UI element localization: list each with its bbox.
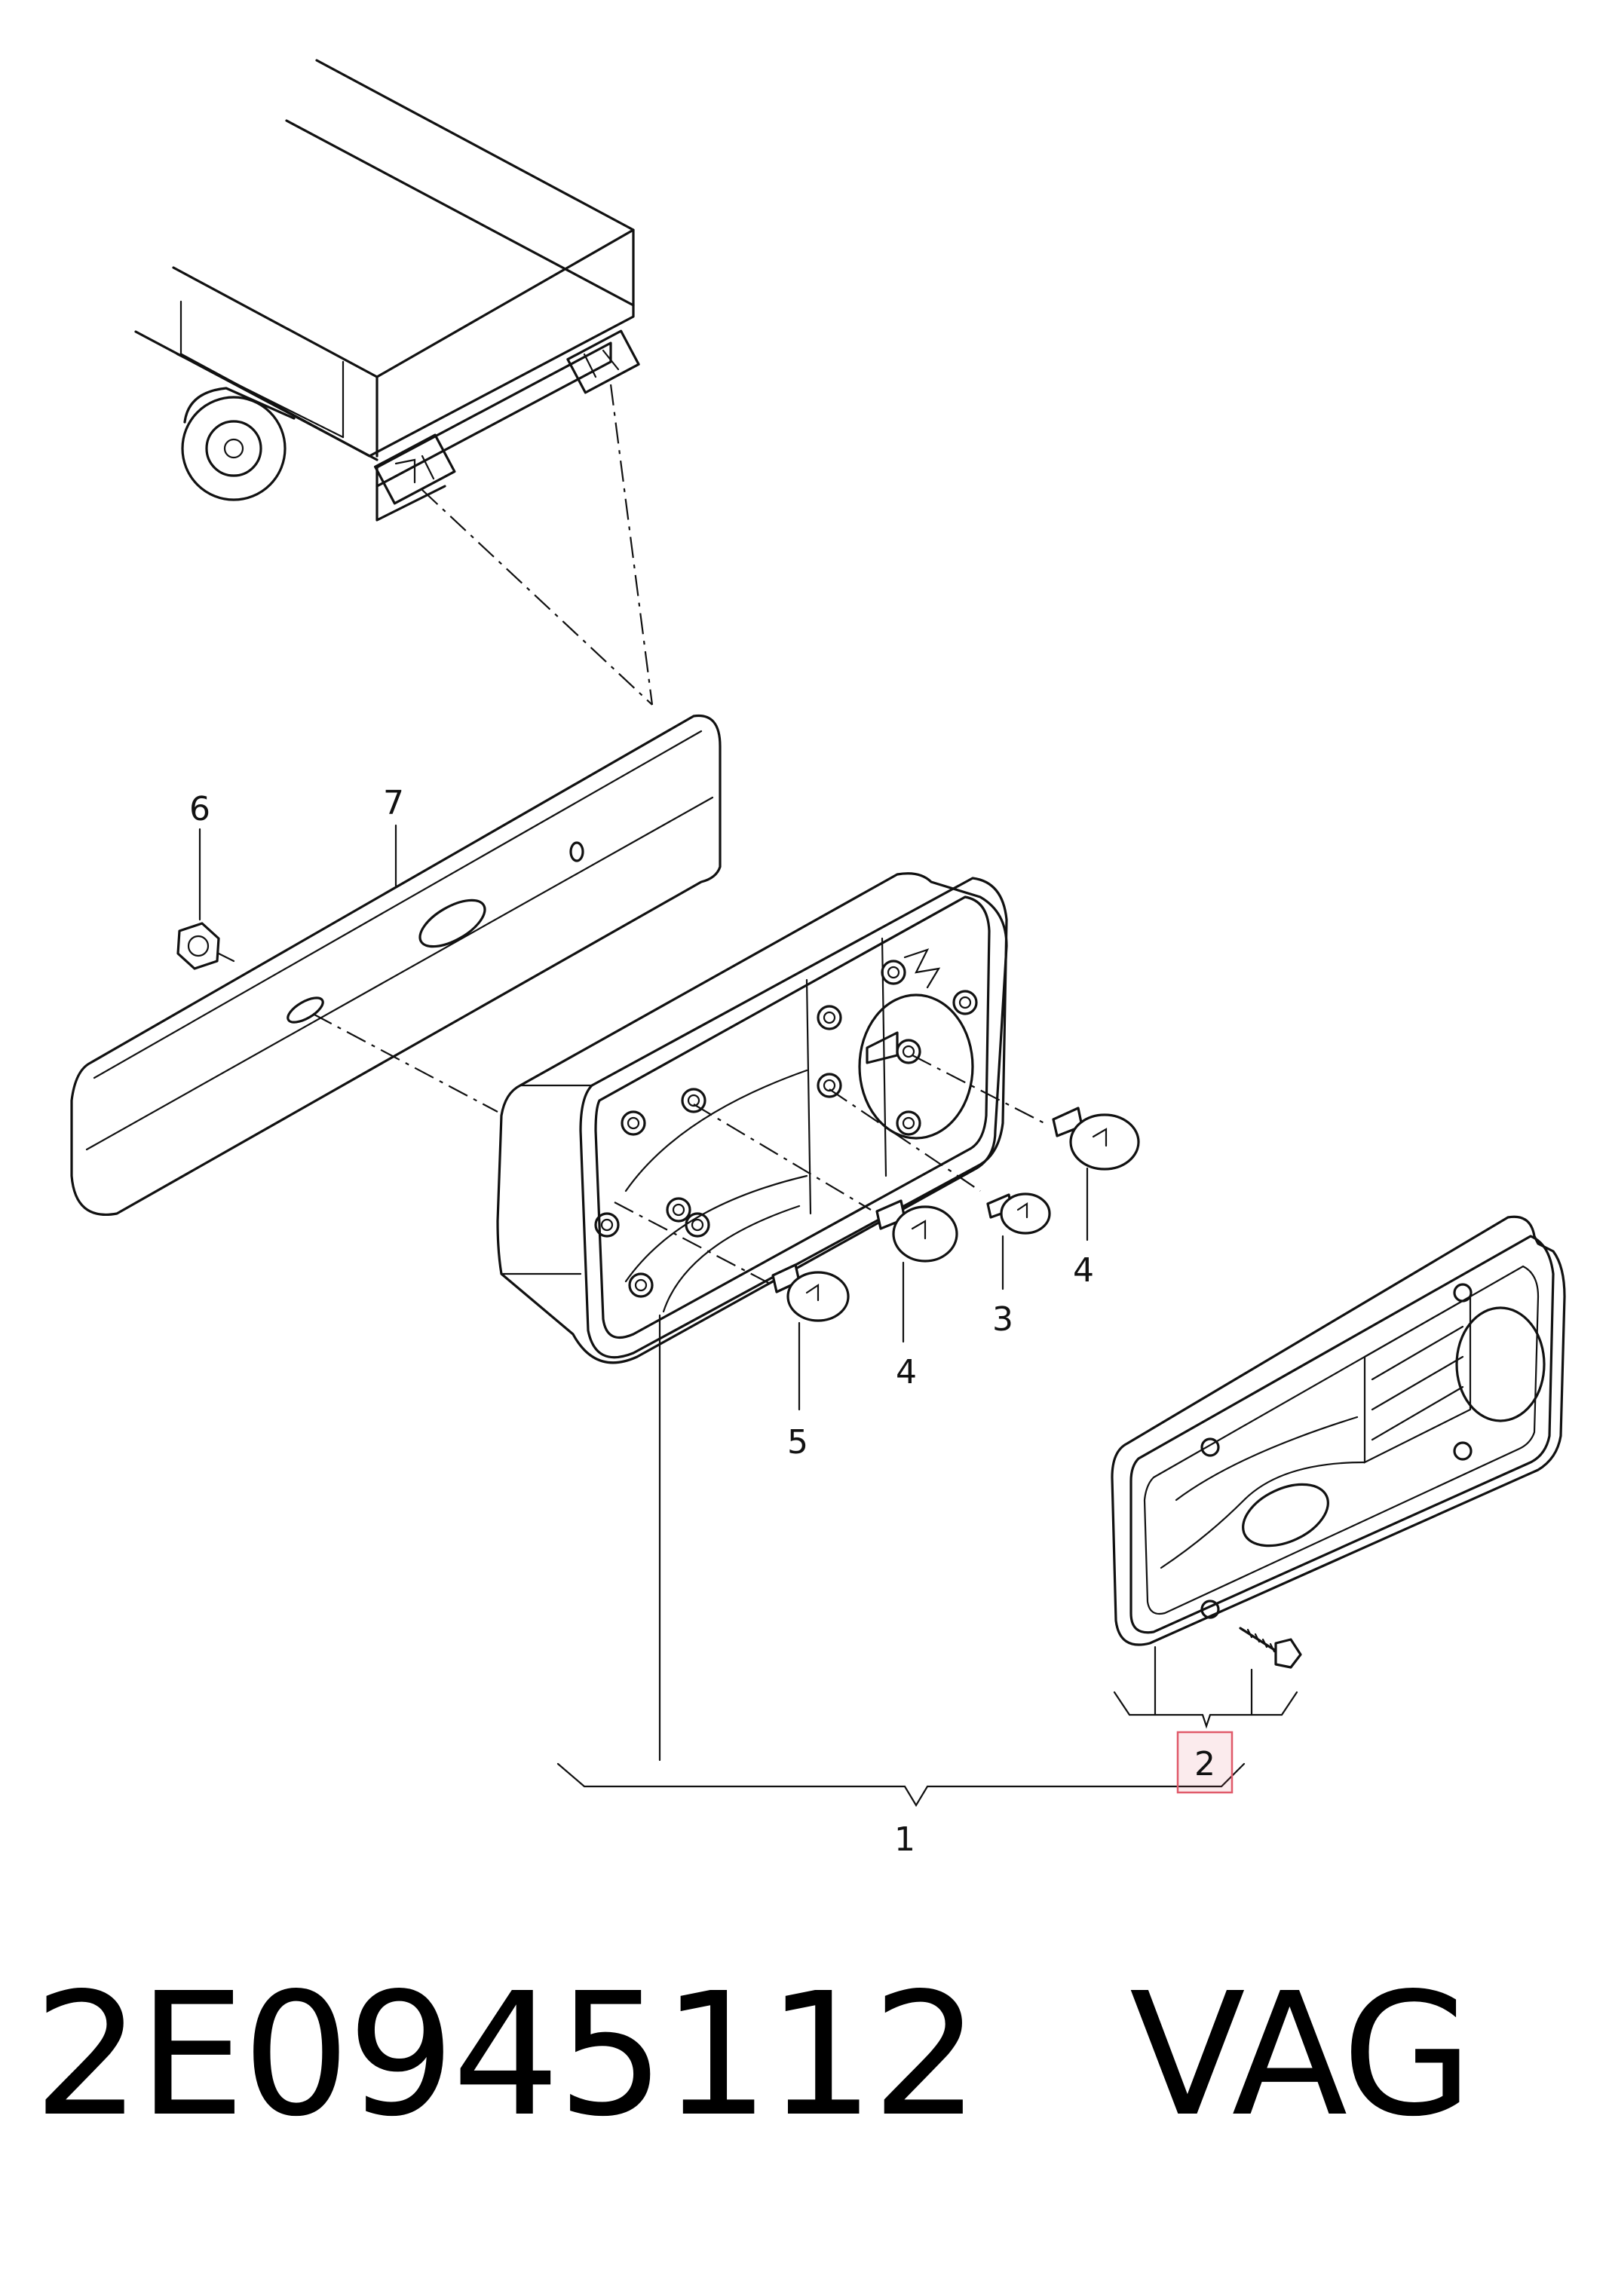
callout-4-lower-label: 4 — [896, 1353, 917, 1391]
trim-strip — [70, 714, 722, 1216]
lamp-housing — [496, 872, 1008, 1364]
vehicle-rear-overview — [134, 59, 654, 706]
caption-spacer — [976, 1957, 1129, 2154]
bulb-small — [986, 1192, 1051, 1235]
strip-to-housing-line — [312, 1013, 498, 1113]
callout-leaders — [198, 824, 1298, 1808]
callout-4-upper-label: 4 — [1073, 1251, 1094, 1290]
callout-3-label: 3 — [992, 1300, 1013, 1339]
callout-2-label: 2 — [1194, 1745, 1215, 1783]
callout-5-label: 5 — [787, 1423, 808, 1462]
nut-hex — [176, 922, 235, 970]
callout-1-label: 1 — [894, 1820, 915, 1859]
bulb-left — [771, 1263, 850, 1322]
callout-6-label: 6 — [189, 790, 210, 828]
lens-cover — [1111, 1215, 1566, 1646]
bulb-leader-lines — [614, 1055, 1045, 1286]
lens-screw — [1239, 1627, 1302, 1669]
housing-screw-bosses — [594, 960, 978, 1298]
brand-name: VAG — [1129, 1957, 1473, 2154]
callout-7-label: 7 — [383, 784, 404, 822]
part-number: 2E0945112 — [33, 1957, 979, 2154]
callout-labels: 1 2 3 4 4 5 6 7 — [189, 784, 1215, 1859]
part-number-caption: 2E0945112 VAG — [33, 1971, 1473, 2141]
bulb-right — [1052, 1107, 1140, 1171]
bulb-middle — [875, 1199, 958, 1263]
callout-2-highlight — [1176, 1731, 1234, 1794]
